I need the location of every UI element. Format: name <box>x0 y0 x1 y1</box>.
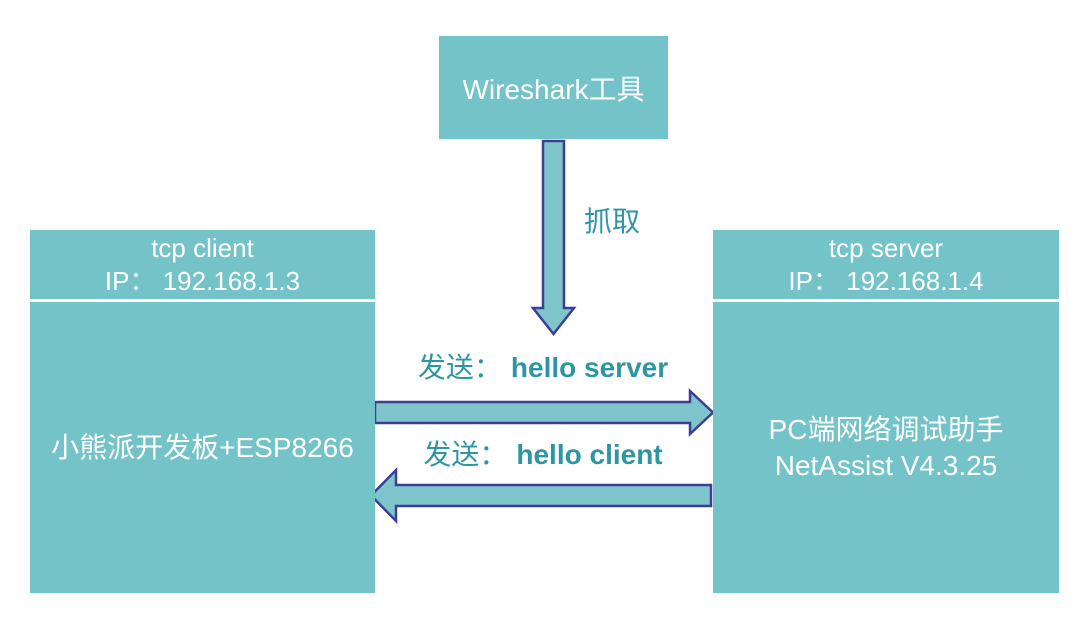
tcp-client-box: tcp client IP： 192.168.1.3 小熊派开发板+ESP826… <box>30 230 375 593</box>
tcp-server-header: tcp server IP： 192.168.1.4 <box>713 230 1059 302</box>
send-to-client-arrow-icon <box>369 466 713 525</box>
tcp-client-body: 小熊派开发板+ESP8266 <box>30 302 375 593</box>
tcp-server-body-line2: NetAssist V4.3.25 <box>774 449 998 481</box>
tcp-client-header: tcp client IP： 192.168.1.3 <box>30 230 375 302</box>
send-to-server-text: hello server <box>510 352 669 383</box>
send-to-server-prefix: 发送： <box>417 352 502 383</box>
tcp-client-body-label: 小熊派开发板+ESP8266 <box>51 431 354 463</box>
tcp-server-title: tcp server <box>828 232 944 263</box>
tcp-server-body-line1: PC端网络调试助手 <box>768 413 1004 445</box>
send-to-client-prefix: 发送： <box>423 439 508 470</box>
tcp-server-body: PC端网络调试助手 NetAssist V4.3.25 <box>713 302 1059 593</box>
send-to-client-text: hello client <box>516 439 663 470</box>
capture-arrow-icon <box>530 139 577 337</box>
wireshark-box: Wireshark工具 <box>439 36 668 139</box>
tcp-server-box: tcp server IP： 192.168.1.4 PC端网络调试助手 Net… <box>713 230 1059 593</box>
send-to-server-arrow-icon <box>373 388 715 437</box>
send-to-client-label: 发送： hello client <box>374 433 712 473</box>
capture-label: 抓取 <box>584 206 641 237</box>
tcp-server-ip: IP： 192.168.1.4 <box>788 265 984 296</box>
wireshark-box-label: Wireshark工具 <box>462 73 645 105</box>
tcp-client-title: tcp client <box>151 232 254 263</box>
tcp-client-ip: IP： 192.168.1.3 <box>104 265 301 296</box>
send-to-server-label: 发送： hello server <box>374 346 712 386</box>
